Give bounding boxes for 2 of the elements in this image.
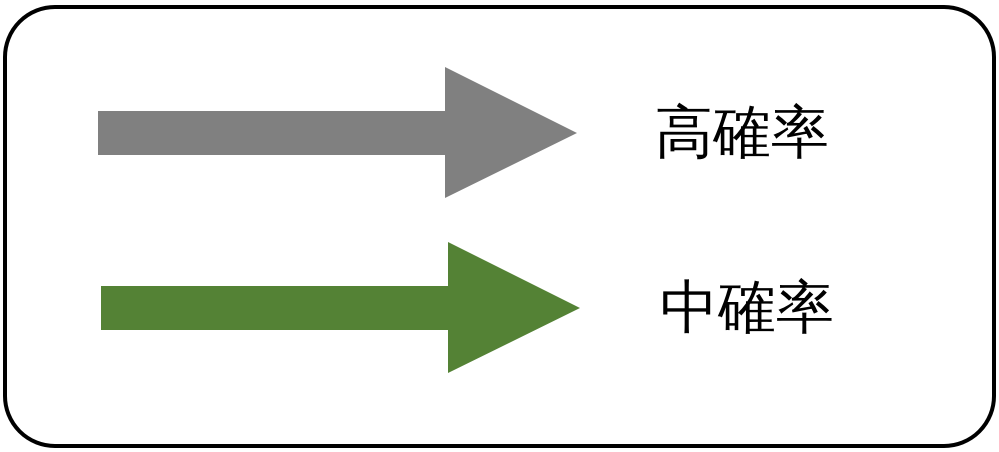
legend-label: 中確率 [660,278,834,336]
legend-label: 高確率 [655,103,829,161]
